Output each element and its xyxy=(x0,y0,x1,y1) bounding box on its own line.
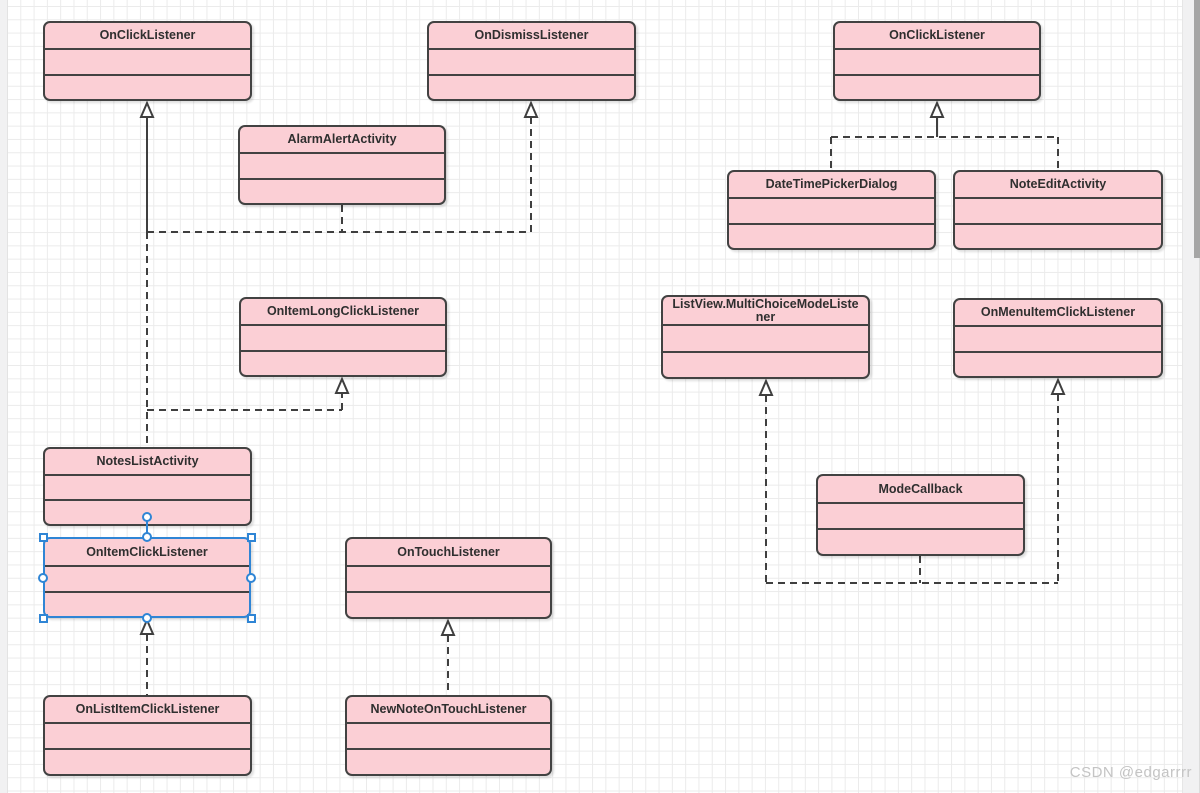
class-title: OnDismissListener xyxy=(474,28,589,42)
realization-arrowhead-icon xyxy=(929,100,945,118)
class-compartment xyxy=(347,748,550,774)
selection-square-handle[interactable] xyxy=(38,532,48,542)
class-box-datetimepickerdialog[interactable]: DateTimePickerDialog xyxy=(727,170,936,250)
class-compartment xyxy=(955,325,1161,351)
class-title: OnItemLongClickListener xyxy=(266,304,420,318)
class-compartment xyxy=(429,73,634,100)
class-title: AlarmAlertActivity xyxy=(287,132,397,146)
class-compartment xyxy=(818,528,1023,554)
class-compartment xyxy=(45,48,250,74)
class-box-newnoteontouchlistener[interactable]: NewNoteOnTouchListener xyxy=(345,695,552,776)
class-box-onmenuitemclicklistener[interactable]: OnMenuItemClickListener xyxy=(953,298,1163,378)
class-box-onlistitemclicklistener[interactable]: OnListItemClickListener xyxy=(43,695,252,776)
selection-circle-handle[interactable] xyxy=(246,573,256,583)
selection-circle-handle[interactable] xyxy=(142,532,152,542)
realization-arrowhead-icon xyxy=(334,376,350,394)
class-title: ModeCallback xyxy=(878,481,963,496)
selection-circle-handle[interactable] xyxy=(142,512,152,522)
class-title: OnTouchListener xyxy=(397,544,500,559)
realization-arrowhead-icon xyxy=(139,100,155,118)
class-compartment xyxy=(45,590,249,617)
class-compartment xyxy=(347,565,550,591)
class-compartment xyxy=(955,222,1161,249)
realization-arrowhead-icon xyxy=(758,378,774,396)
class-compartment xyxy=(347,722,550,748)
class-compartment xyxy=(835,73,1039,100)
class-box-ondismisslistener[interactable]: OnDismissListener xyxy=(427,21,636,101)
class-title: ListView.MultiChoiceModeListener xyxy=(672,296,859,324)
csdn-watermark: CSDN @edgarrrr xyxy=(1069,764,1192,781)
class-box-listview-multichoicemodelistener[interactable]: ListView.MultiChoiceModeListener xyxy=(661,295,870,379)
class-compartment xyxy=(45,474,250,499)
class-box-onclicklistener-left[interactable]: OnClickListener xyxy=(43,21,252,101)
class-box-onclicklistener-right[interactable]: OnClickListener xyxy=(833,21,1041,101)
class-box-noteeditactivity[interactable]: NoteEditActivity xyxy=(953,170,1163,250)
class-compartment xyxy=(429,48,634,74)
class-compartment xyxy=(835,48,1039,74)
class-title: NoteEditActivity xyxy=(1009,177,1107,191)
class-compartment xyxy=(45,565,249,591)
realization-arrowhead-icon xyxy=(440,618,456,636)
class-compartment xyxy=(663,324,868,351)
class-title: OnClickListener xyxy=(889,28,985,42)
class-compartment xyxy=(729,222,934,249)
class-compartment xyxy=(663,350,868,378)
class-box-onitemlongclicklistener[interactable]: OnItemLongClickListener xyxy=(239,297,447,377)
class-compartment xyxy=(45,722,250,748)
class-compartment xyxy=(241,324,445,350)
selection-square-handle[interactable] xyxy=(38,613,48,623)
class-box-ontouchlistener[interactable]: OnTouchListener xyxy=(345,537,552,619)
class-title: OnItemClickListener xyxy=(86,544,208,559)
realization-arrowhead-icon xyxy=(139,617,155,635)
class-compartment xyxy=(955,197,1161,223)
class-compartment xyxy=(347,591,550,617)
class-box-modecallback[interactable]: ModeCallback xyxy=(816,474,1025,556)
selection-circle-handle[interactable] xyxy=(38,573,48,583)
class-compartment xyxy=(45,73,250,100)
selection-square-handle[interactable] xyxy=(246,613,256,623)
class-title: NewNoteOnTouchListener xyxy=(370,702,527,716)
class-title: OnMenuItemClickListener xyxy=(980,305,1136,319)
realization-arrowhead-icon xyxy=(523,100,539,118)
class-compartment xyxy=(729,197,934,223)
class-compartment xyxy=(45,748,250,774)
class-title: DateTimePickerDialog xyxy=(765,177,898,191)
class-box-alarmalertactivity[interactable]: AlarmAlertActivity xyxy=(238,125,446,205)
class-compartment xyxy=(241,349,445,376)
class-compartment xyxy=(955,350,1161,377)
class-title: OnClickListener xyxy=(99,28,196,42)
vertical-scrollbar-thumb[interactable] xyxy=(1194,0,1200,258)
realization-arrowhead-icon xyxy=(1050,377,1066,395)
class-compartment xyxy=(240,152,444,178)
selection-circle-handle[interactable] xyxy=(142,613,152,623)
class-title: OnListItemClickListener xyxy=(75,702,220,716)
selection-square-handle[interactable] xyxy=(246,532,256,542)
class-title: NotesListActivity xyxy=(96,454,199,468)
class-compartment xyxy=(240,177,444,204)
class-compartment xyxy=(818,502,1023,528)
canvas-left-margin xyxy=(0,0,8,793)
class-compartment xyxy=(45,499,250,524)
